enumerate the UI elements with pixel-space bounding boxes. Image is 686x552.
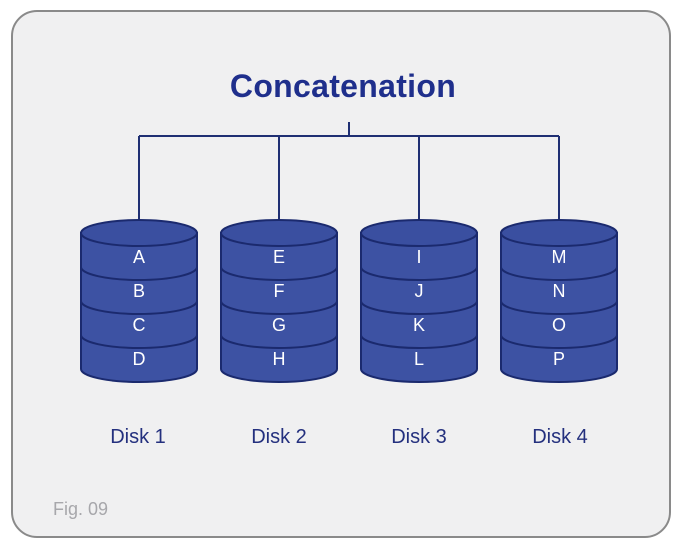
disk-top [220,219,338,247]
disk-body [220,232,338,383]
block-label: O [552,315,566,335]
block-label: G [272,315,286,335]
disk-label-4: Disk 4 [532,426,588,448]
block-label: H [273,349,286,369]
disk-body [80,232,198,383]
segment-divider [220,300,338,315]
segment-divider [80,334,198,349]
disk-body [500,232,618,383]
segment-divider [360,266,478,281]
disk-label-1: Disk 1 [110,426,166,448]
connector-lines [138,122,560,222]
block-label: M [552,247,567,267]
segment-divider [80,266,198,281]
disk-body [360,232,478,383]
segment-divider [360,300,478,315]
block-label: N [553,281,566,301]
disk-top [360,219,478,247]
segment-divider [500,334,618,349]
block-label: F [274,281,285,301]
segment-divider [360,334,478,349]
segment-divider [80,300,198,315]
block-label: P [553,349,565,369]
block-label: A [133,247,145,267]
segment-divider [500,266,618,281]
block-label: I [416,247,421,267]
disk-label-3: Disk 3 [391,426,447,448]
block-label: J [415,281,424,301]
figure-number: Fig. 09 [53,499,109,519]
segment-divider [500,300,618,315]
diagram-title: Concatenation [229,68,457,104]
block-label: E [273,247,285,267]
block-label: K [413,315,425,335]
segment-divider [220,334,338,349]
block-label: B [133,281,145,301]
disk-top [500,219,618,247]
block-label: C [133,315,146,335]
block-label: D [133,349,146,369]
block-label: L [414,349,424,369]
segment-divider [220,266,338,281]
disk-label-2: Disk 2 [251,426,307,448]
disk-top [80,219,198,247]
